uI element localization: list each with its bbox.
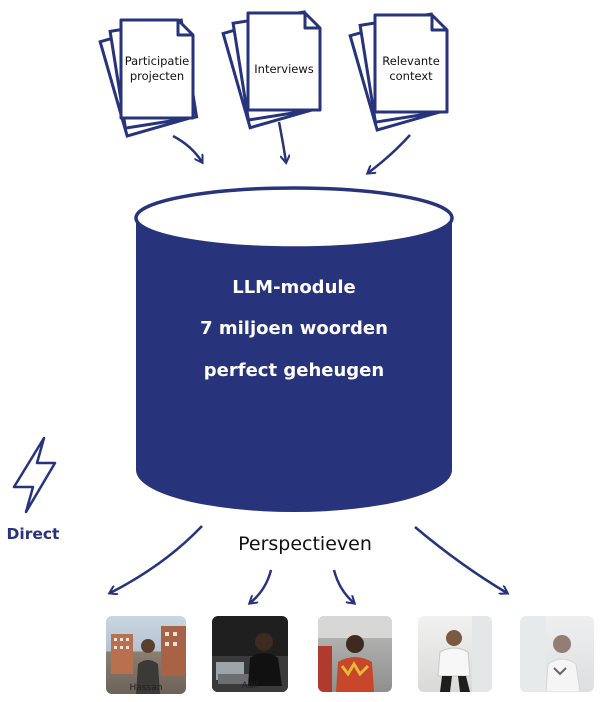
persona-thumbnail-2[interactable]: Adil [212, 616, 288, 692]
persona-name-2: Adil [241, 681, 259, 691]
persona-thumbnail-3[interactable] [318, 616, 392, 692]
persona-thumbnail-5[interactable] [520, 616, 594, 692]
arrow-participatie-to-llm [172, 134, 202, 162]
document-label-interviews: Interviews [254, 62, 314, 76]
arrow-to-perspective-1 [110, 525, 203, 593]
persona-photo-5 [520, 616, 581, 692]
persona-thumbnail-1[interactable]: Hassan [106, 616, 186, 694]
arrow-to-perspective-4 [414, 526, 507, 593]
arrow-to-perspective-2 [250, 569, 273, 603]
persona-thumbnail-4[interactable] [418, 616, 492, 692]
direct-label: Direct [6, 525, 60, 543]
cylinder-word-count: 7 miljoen woorden [200, 318, 388, 339]
cylinder-memory: perfect geheugen [203, 360, 385, 381]
arrow-to-perspective-3 [332, 569, 354, 603]
llm-cylinder [134, 186, 454, 512]
persona-photo-3 [318, 616, 392, 692]
persona-name-1: Hassan [129, 683, 163, 693]
perspectives-label: Perspectieven [238, 533, 372, 555]
persona-photo-hassan [111, 626, 186, 694]
arrow-interviews-to-llm [277, 121, 286, 162]
document-label-relevante-context: Relevante context [382, 54, 440, 83]
document-stack-interviews [221, 10, 322, 130]
document-stack-participatie [98, 18, 199, 138]
persona-photo-adil [212, 633, 288, 692]
persona-photo-4 [437, 616, 492, 692]
cylinder-title: LLM-module [232, 277, 356, 298]
document-label-participatie: Participatie projecten [124, 54, 190, 83]
document-stack-relevante-context [348, 12, 449, 132]
lightning-icon [12, 436, 57, 514]
arrow-context-to-llm [368, 134, 411, 173]
